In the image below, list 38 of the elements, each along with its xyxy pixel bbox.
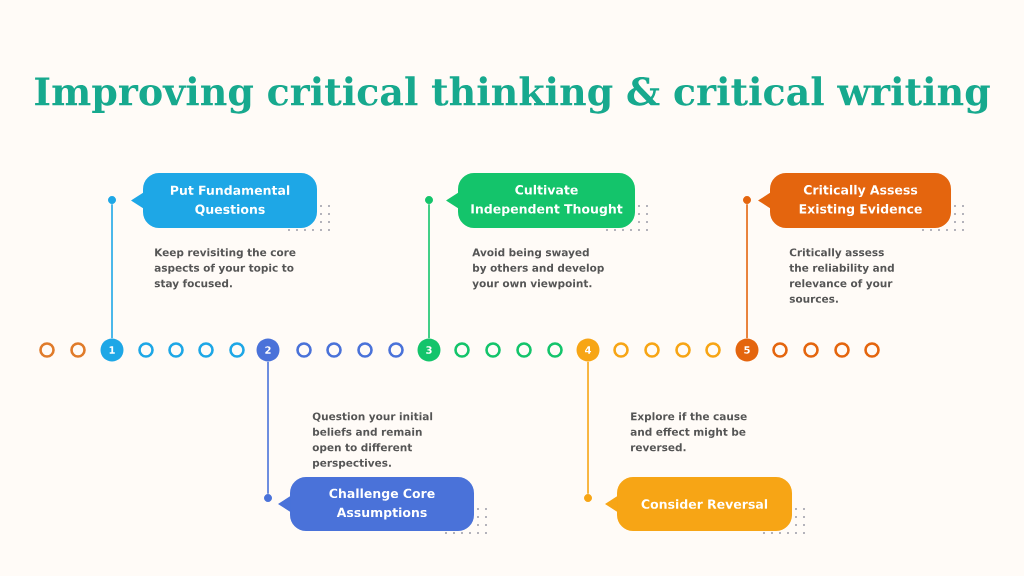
timeline-ring [864,342,880,358]
speech-bubble: Challenge Core Assumptions [278,477,474,531]
speech-bubble: Cultivate Independent Thought [446,173,635,228]
timeline-ring [357,342,373,358]
timeline-ring [168,342,184,358]
speech-bubble: Put Fundamental Questions [131,173,317,228]
description-text: Explore if the cause and effect might be reversed. [630,412,747,452]
timeline-ring [39,342,55,358]
timeline-ring [138,342,154,358]
timeline-ring [296,342,312,358]
title: Improving critical thinking & critical writing [35,76,990,114]
timeline-ring [644,342,660,358]
timeline-ring [803,342,819,358]
connector-line [428,203,430,340]
timeline-ring [547,342,563,358]
description-text: Critically assess the reliability and relevance of your sources. [789,248,894,303]
timeline-ring [454,342,470,358]
timeline-ring [70,342,86,358]
connector-line [587,360,589,495]
timeline-ring [772,342,788,358]
description-text: Question your initial beliefs and remain open to different perspectives. [312,412,433,469]
timeline-ring [388,342,404,358]
timeline-ring [229,342,245,358]
timeline-ring [675,342,691,358]
timeline-ring [834,342,850,358]
speech-bubble: Consider Reversal [605,477,792,531]
timeline-ring [516,342,532,358]
speech-bubble: Critically Assess Existing Evidence [758,173,951,228]
timeline-ring [613,342,629,358]
connector-line [111,203,113,340]
timeline-ring [326,342,342,358]
timeline-ring [198,342,214,358]
timeline-ring [485,342,501,358]
description-text: Keep revisiting the core aspects of your topic to stay focused. [154,248,296,290]
connector-line [746,203,748,340]
description-text: Avoid being swayed by others and develop your own viewpoint. [472,248,604,290]
connector-line [267,360,269,495]
timeline-ring [705,342,721,358]
